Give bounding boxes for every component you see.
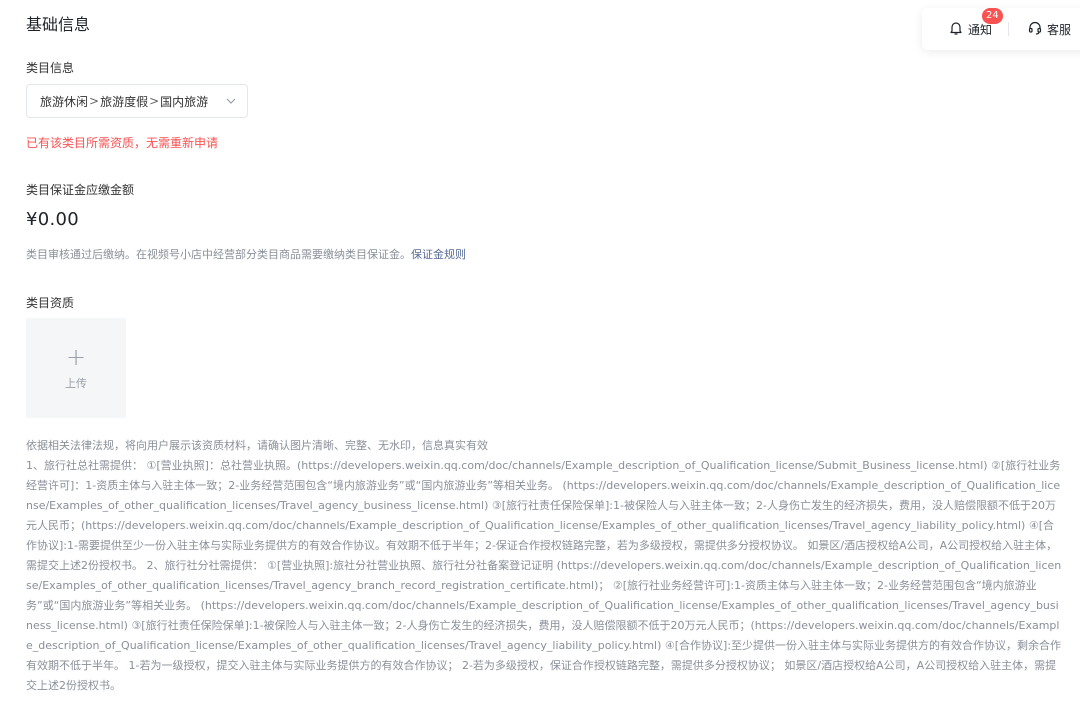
plus-icon: + [65, 343, 87, 371]
qualification-notice: 已有该类目所需资质，无需重新申请 [26, 136, 219, 150]
deposit-note: 类目审核通过后缴纳。在视频号小店中经营部分类目商品需要缴纳类目保证金。保证金规则 [26, 246, 466, 262]
notification-badge: 24 [982, 7, 1003, 24]
chevron-down-icon [225, 95, 237, 107]
category-select[interactable]: 旅游休闲 > 旅游度假 > 国内旅游 [26, 84, 248, 118]
customer-service-button[interactable]: 客服 [1023, 20, 1075, 39]
notification-label: 通知 [968, 22, 993, 37]
page-title: 基础信息 [26, 15, 91, 34]
bell-icon [948, 20, 964, 39]
category-info-label: 类目信息 [26, 61, 75, 75]
upload-button[interactable]: + 上传 [26, 318, 126, 418]
category-level-1: 旅游休闲 [40, 94, 89, 109]
headset-icon [1027, 20, 1043, 39]
top-toolbar: 通知 24 客服 [922, 7, 1080, 50]
category-level-3: 国内旅游 [160, 94, 209, 109]
category-level-2: 旅游度假 [100, 94, 149, 109]
qualification-description: 依据相关法律法规，将向用户展示该资质材料，请确认图片清晰、完整、无水印，信息真实… [26, 436, 1062, 696]
qualification-requirements: 1、旅行社总社需提供： ①[营业执照]：总社营业执照。(https://deve… [26, 459, 1062, 692]
deposit-rule-link[interactable]: 保证金规则 [411, 248, 466, 261]
qualification-intro: 依据相关法律法规，将向用户展示该资质材料，请确认图片清晰、完整、无水印，信息真实… [26, 439, 488, 452]
deposit-amount: ¥0.00 [26, 209, 80, 230]
category-separator: > [149, 94, 160, 108]
upload-label: 上传 [65, 377, 87, 390]
qualification-label: 类目资质 [26, 296, 75, 310]
category-separator: > [89, 94, 100, 108]
deposit-label: 类目保证金应缴金额 [26, 183, 135, 197]
toolbar-divider [1008, 22, 1010, 36]
notification-button[interactable]: 通知 24 [944, 7, 1003, 39]
customer-service-label: 客服 [1047, 22, 1072, 37]
deposit-note-text: 类目审核通过后缴纳。在视频号小店中经营部分类目商品需要缴纳类目保证金。 [26, 248, 411, 261]
